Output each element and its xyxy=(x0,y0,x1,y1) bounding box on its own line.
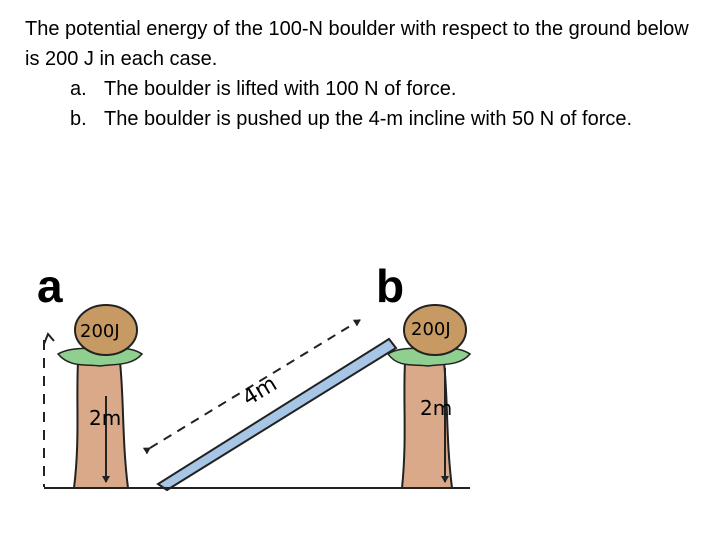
panel-b-boulder xyxy=(403,304,467,356)
panel-a-height-label: 2m xyxy=(89,406,121,430)
panel-b-letter: b xyxy=(376,260,404,312)
case-item-a: a. The boulder is lifted with 100 N of f… xyxy=(25,74,705,104)
case-marker-b: b. xyxy=(70,108,87,130)
panel-a-energy-label: 200J xyxy=(80,321,120,342)
case-list: a. The boulder is lifted with 100 N of f… xyxy=(25,74,705,134)
case-marker-a: a. xyxy=(70,78,87,100)
case-text-b: The boulder is pushed up the 4-m incline… xyxy=(104,108,633,130)
panel-b: b 4m 200J 2m xyxy=(142,260,472,492)
incline-length-label: 4m xyxy=(238,372,281,412)
intro-paragraph: The potential energy of the 100-N boulde… xyxy=(25,18,689,70)
panel-b-height-label: 2m xyxy=(420,396,452,420)
panel-a-guide-arrowhead xyxy=(43,332,55,345)
case-text-a: The boulder is lifted with 100 N of forc… xyxy=(104,78,457,100)
incline-length-arrow xyxy=(142,319,361,455)
panel-b-energy-label: 200J xyxy=(411,319,451,340)
problem-text: The potential energy of the 100-N boulde… xyxy=(25,14,705,134)
panel-a: a 200J 2m xyxy=(37,260,160,489)
panel-a-boulder xyxy=(74,304,138,356)
case-item-b: b. The boulder is pushed up the 4-m incl… xyxy=(25,104,705,134)
incline-plank xyxy=(156,337,398,492)
panel-a-letter: a xyxy=(37,260,63,312)
